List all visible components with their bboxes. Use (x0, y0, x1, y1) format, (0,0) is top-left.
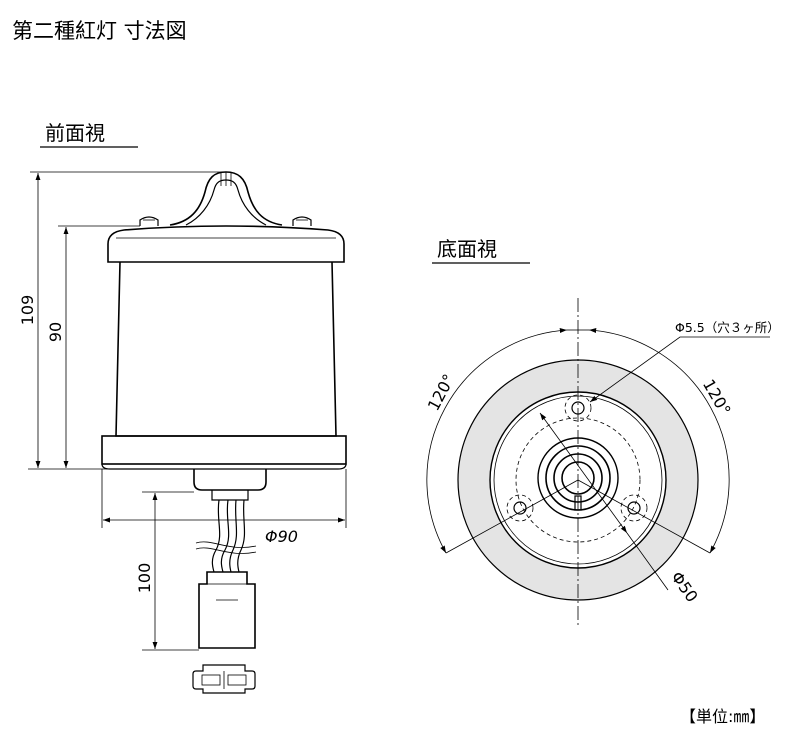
bottom-view-label: 底面視 (437, 237, 497, 261)
dim-arc-left (426, 327, 568, 554)
top-screw-right (292, 216, 312, 226)
lamp-lens-body (115, 261, 337, 437)
lamp-cable (211, 499, 221, 573)
dim-pcd: Φ50 (667, 568, 701, 606)
dim-diameter: Φ90 (265, 527, 298, 546)
leader-hole (589, 336, 770, 403)
front-view (101, 171, 347, 694)
dim-body-height: 90 (46, 322, 65, 342)
connector-end-view (192, 664, 256, 694)
dim-line-pcd (539, 412, 628, 534)
top-screw-left (139, 216, 159, 226)
front-view-label: 前面視 (45, 121, 105, 145)
dim-hole: Φ5.5（穴３ヶ所） (675, 320, 780, 335)
lamp-base-flange (101, 435, 347, 465)
lamp-top-cap (107, 225, 345, 263)
lamp-bottom-boss (193, 469, 267, 491)
bottom-view (457, 298, 699, 628)
cable-connector (198, 571, 256, 649)
dim-arc-right (588, 327, 730, 554)
front-view-dimensions: 109 90 Φ90 100 (18, 171, 347, 651)
unit-label: 【単位:㎜】 (680, 707, 765, 726)
page-title: 第二種紅灯 寸法図 (12, 19, 187, 43)
dim-overall-height: 109 (18, 295, 37, 326)
dim-angle-left: 120° (424, 371, 459, 414)
dim-cable-length: 100 (135, 563, 154, 594)
